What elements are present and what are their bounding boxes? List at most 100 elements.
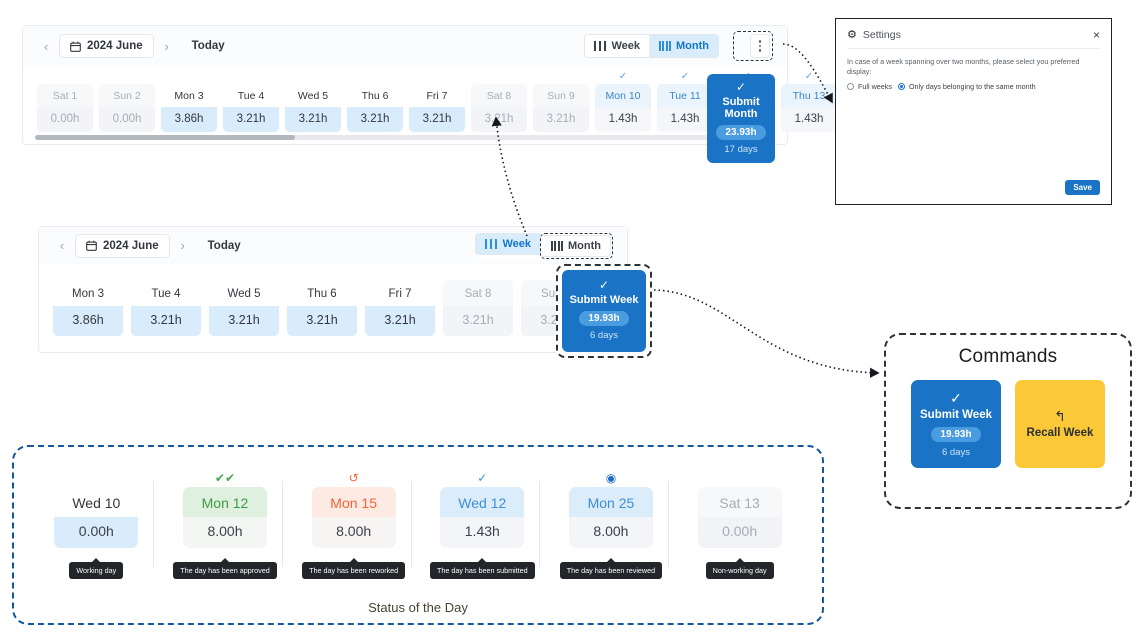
day-hours: 0.00h (37, 107, 93, 132)
submit-month-total: 23.93h (716, 125, 766, 140)
day-hours: 3.86h (53, 306, 123, 336)
status-day-hours: 0.00h (54, 517, 139, 548)
day-hours: 3.21h (209, 306, 279, 336)
prev-month-button[interactable]: ‹ (43, 38, 49, 54)
status-day-hours: 0.00h (697, 517, 782, 548)
today-button[interactable]: Today (191, 40, 225, 52)
radio-full-weeks[interactable]: Full weeks (847, 82, 892, 91)
status-tooltip: The day has been approved (173, 558, 277, 579)
day-status-tick: ✓ (618, 71, 628, 82)
radio-same-month[interactable]: Only days belonging to the same month (897, 81, 1036, 91)
day-label: Wed 5 (285, 84, 341, 107)
week-grid-icon (594, 41, 607, 51)
tab-month[interactable]: Month (649, 35, 718, 57)
settings-title: Settings (862, 28, 901, 41)
status-day-label: Sat 13 (697, 487, 782, 517)
month-grid-icon (551, 240, 563, 251)
tab-week[interactable]: Week (585, 35, 650, 57)
radio-icon (847, 82, 854, 90)
submit-week-card[interactable]: ✓ Submit Week 19.93h 6 days (562, 270, 646, 352)
week-month-picker[interactable]: 2024 June (75, 233, 170, 258)
prev-week-button[interactable]: ‹ (59, 238, 65, 253)
settings-divider (847, 48, 1100, 49)
month-grid-icon (659, 41, 671, 51)
status-day-hours: 1.43h (440, 517, 525, 548)
day-hours: 3.21h (533, 107, 589, 132)
month-picker[interactable]: 2024 June (59, 34, 154, 58)
tab-month[interactable]: Month (542, 234, 611, 257)
day-label: Mon 3 (161, 84, 217, 107)
month-toolbar: ‹ 2024 June › Today Week Mo (23, 26, 787, 66)
week-toolbar: ‹ 2024 June › Today Week (39, 227, 627, 264)
commands-title: Commands (958, 346, 1058, 367)
submit-week-days: 6 days (590, 330, 618, 341)
status-of-day-caption: Status of the Day (368, 600, 468, 615)
day-label: Sat 1 (37, 84, 93, 107)
day-label: Mon 3 (53, 280, 123, 306)
day-label: Fri 7 (365, 280, 435, 306)
save-button[interactable]: Save (1065, 180, 1100, 195)
day-hours: 1.43h (781, 107, 837, 132)
day-hours: 3.21h (287, 306, 357, 336)
next-week-button[interactable]: › (180, 238, 185, 253)
day-hours: 3.86h (161, 107, 217, 132)
day-hours: 3.21h (409, 107, 465, 132)
week-grid-icon (485, 238, 498, 249)
submit-week-command[interactable]: ✓ Submit Week 19.93h 6 days (911, 380, 1001, 468)
submit-week-highlight: ✓ Submit Week 19.93h 6 days (556, 264, 652, 358)
week-view-segmented-control: Week Month (475, 232, 613, 259)
day-label: Thu 13 (781, 84, 837, 107)
double-check-icon: ✔✔ (214, 471, 236, 485)
day-label: Sat 8 (471, 84, 527, 107)
next-month-button[interactable]: › (164, 38, 169, 54)
submit-week-total: 19.93h (579, 311, 629, 326)
tab-month-label: Month (568, 239, 601, 252)
day-label: Sat 8 (443, 280, 513, 306)
status-divider (153, 481, 155, 567)
horizontal-scrollbar[interactable] (35, 135, 707, 140)
tab-week-label: Week (502, 237, 532, 250)
rework-arrow-icon: ↺ (348, 471, 359, 485)
submit-month-card[interactable]: ✓ Submit Month 23.93h 17 days (707, 74, 775, 163)
status-tooltip: Non-working day (705, 558, 774, 579)
submit-week-command-days: 6 days (942, 446, 970, 458)
more-options-button[interactable] (750, 34, 770, 58)
day-hours: 3.21h (285, 107, 341, 132)
week-today-button[interactable]: Today (207, 239, 241, 252)
check-icon: ✓ (735, 80, 747, 94)
status-tooltip: The day has been submitted (429, 558, 535, 579)
status-divider (410, 481, 412, 567)
recall-week-command[interactable]: ↰ Recall Week (1015, 380, 1105, 468)
radio-same-month-label: Only days belonging to the same month (908, 81, 1036, 91)
status-day-label: Wed 10 (54, 487, 139, 517)
tab-week[interactable]: Week (475, 232, 541, 255)
radio-icon-selected (897, 82, 905, 90)
close-icon[interactable]: × (1092, 27, 1100, 42)
